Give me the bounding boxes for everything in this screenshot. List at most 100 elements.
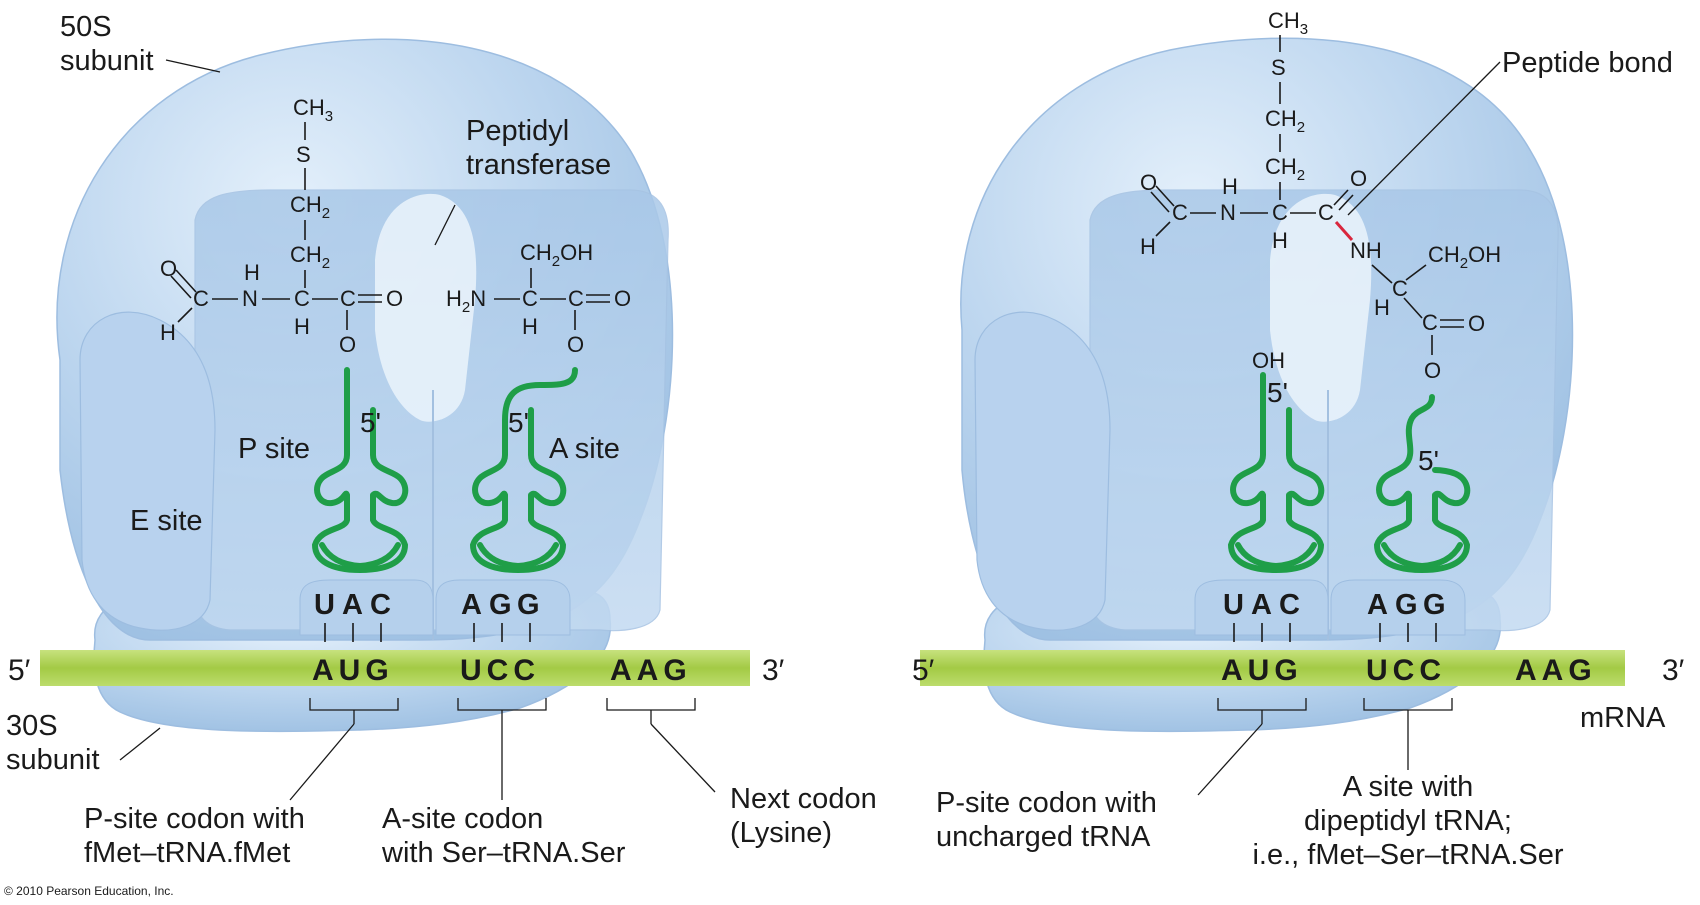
- svg-text:C: C: [1392, 276, 1408, 301]
- left-anticodon-p-1: U: [314, 589, 335, 621]
- right-codon-p: AUG: [1221, 654, 1303, 687]
- svg-text:C: C: [1318, 200, 1334, 225]
- lpt-line-1: Peptidyl: [466, 115, 569, 147]
- left-anticodon-a-1: A: [461, 589, 482, 621]
- svg-text:H: H: [1222, 174, 1238, 199]
- right-mrna-5prime: 5′: [912, 654, 935, 687]
- label-a-site: A site: [549, 433, 620, 465]
- svg-text:C: C: [1172, 200, 1188, 225]
- right-mrna-3prime: 3′: [1662, 654, 1685, 687]
- svg-text:C: C: [294, 286, 310, 311]
- label-trna-p-5prime: 5': [360, 407, 381, 438]
- label-trna-a-5prime: 5': [508, 407, 529, 438]
- svg-text:H: H: [294, 314, 310, 339]
- left-anticodon-p-3: C: [370, 589, 391, 621]
- lac-line-2: with Ser–tRNA.Ser: [381, 837, 626, 869]
- right-anticodon-a-2: G: [1395, 589, 1418, 621]
- right-codon-next: AAG: [1515, 654, 1597, 687]
- left-mrna-3prime: 3′: [762, 654, 785, 687]
- right-codon-brackets: [1217, 698, 1453, 724]
- left-codon-next: AAG: [610, 654, 692, 687]
- left-anticodon-a-3: G: [517, 589, 540, 621]
- left-mrna-strand: [40, 650, 750, 686]
- svg-text:NH: NH: [1350, 238, 1382, 263]
- lnc-line-2: (Lysine): [730, 817, 832, 849]
- svg-text:C: C: [1422, 310, 1438, 335]
- svg-text:H: H: [244, 260, 260, 285]
- svg-text:H: H: [1272, 228, 1288, 253]
- left-codon-brackets: [309, 698, 696, 724]
- svg-text:S: S: [296, 142, 311, 167]
- right-mrna-strand: [920, 650, 1625, 686]
- left-trna-a-site: [470, 367, 578, 573]
- right-anticodon-p-1: U: [1223, 589, 1244, 621]
- svg-text:H: H: [1140, 234, 1156, 259]
- left-trna-p-site: [312, 367, 409, 573]
- l50s-line-2: subunit: [60, 45, 154, 77]
- left-codon-p: AUG: [312, 654, 394, 687]
- svg-text:O: O: [339, 332, 356, 357]
- svg-text:C: C: [193, 286, 209, 311]
- ras-line-1: A site with: [1343, 771, 1474, 803]
- label-peptide-bond: Peptide bond: [1502, 47, 1673, 79]
- ras-line-3: i.e., fMet–Ser–tRNA.Ser: [1252, 839, 1563, 871]
- label-right-trna-a-5prime: 5': [1418, 445, 1439, 476]
- ras-line-2: dipeptidyl tRNA;: [1304, 805, 1512, 837]
- svg-text:C: C: [568, 286, 584, 311]
- svg-text:N: N: [1220, 200, 1236, 225]
- label-mrna: mRNA: [1580, 702, 1666, 734]
- right-anticodon-p-3: C: [1279, 589, 1300, 621]
- svg-text:O: O: [1424, 358, 1441, 383]
- svg-text:O: O: [386, 286, 403, 311]
- label-p-site: P site: [238, 433, 310, 465]
- svg-text:O: O: [567, 332, 584, 357]
- peptide-bond-line: [1334, 221, 1354, 241]
- left-e-site-lobe: [79, 311, 216, 631]
- lac-line-1: A-site codon: [382, 803, 543, 835]
- right-trna-a-site: [1374, 394, 1471, 573]
- svg-text:O: O: [160, 256, 177, 281]
- lnc-line-1: Next codon: [730, 783, 877, 815]
- right-anticodon-ticks: [1233, 623, 1437, 642]
- svg-text:CH3: CH3: [1268, 8, 1308, 38]
- l50s-line-1: 50S: [60, 11, 112, 43]
- left-panel: CH3 S CH2 CH2 O C H N H C H C O: [6, 11, 877, 869]
- right-codon-a: UCC: [1366, 654, 1446, 687]
- rpc-line-1: P-site codon with: [936, 787, 1157, 819]
- svg-text:O: O: [1350, 166, 1367, 191]
- label-right-trna-p-5prime: 5': [1267, 377, 1288, 408]
- right-e-site-lobe: [974, 311, 1111, 631]
- svg-text:H: H: [1374, 295, 1390, 320]
- right-panel: CH3 S CH2 CH2 O C H N H C H C O: [912, 8, 1685, 871]
- svg-text:C: C: [1272, 200, 1288, 225]
- l30s-line-2: subunit: [6, 744, 100, 776]
- svg-text:O: O: [614, 286, 631, 311]
- left-anticodon-p-2: A: [342, 589, 363, 621]
- svg-text:O: O: [1140, 170, 1157, 195]
- svg-text:O: O: [1468, 311, 1485, 336]
- svg-text:H: H: [160, 320, 176, 345]
- l30s-line-1: 30S: [6, 710, 58, 742]
- right-peptidyl-transferase-groove: [1270, 193, 1372, 422]
- left-ser-structure: CH2OH H2N C H C O O: [446, 240, 631, 357]
- right-anticodon-a-1: A: [1367, 589, 1388, 621]
- left-anticodon-ticks: [324, 623, 531, 642]
- right-anticodon-p-2: A: [1251, 589, 1272, 621]
- svg-text:H: H: [522, 314, 538, 339]
- left-peptidyl-transferase-groove: [375, 193, 477, 422]
- right-anticodon-a-3: G: [1423, 589, 1446, 621]
- svg-text:N: N: [242, 286, 258, 311]
- svg-text:C: C: [340, 286, 356, 311]
- label-next-codon: Next codon(Lysine): [730, 783, 877, 849]
- lpt-line-2: transferase: [466, 149, 611, 181]
- left-anticodon-a-2: G: [489, 589, 512, 621]
